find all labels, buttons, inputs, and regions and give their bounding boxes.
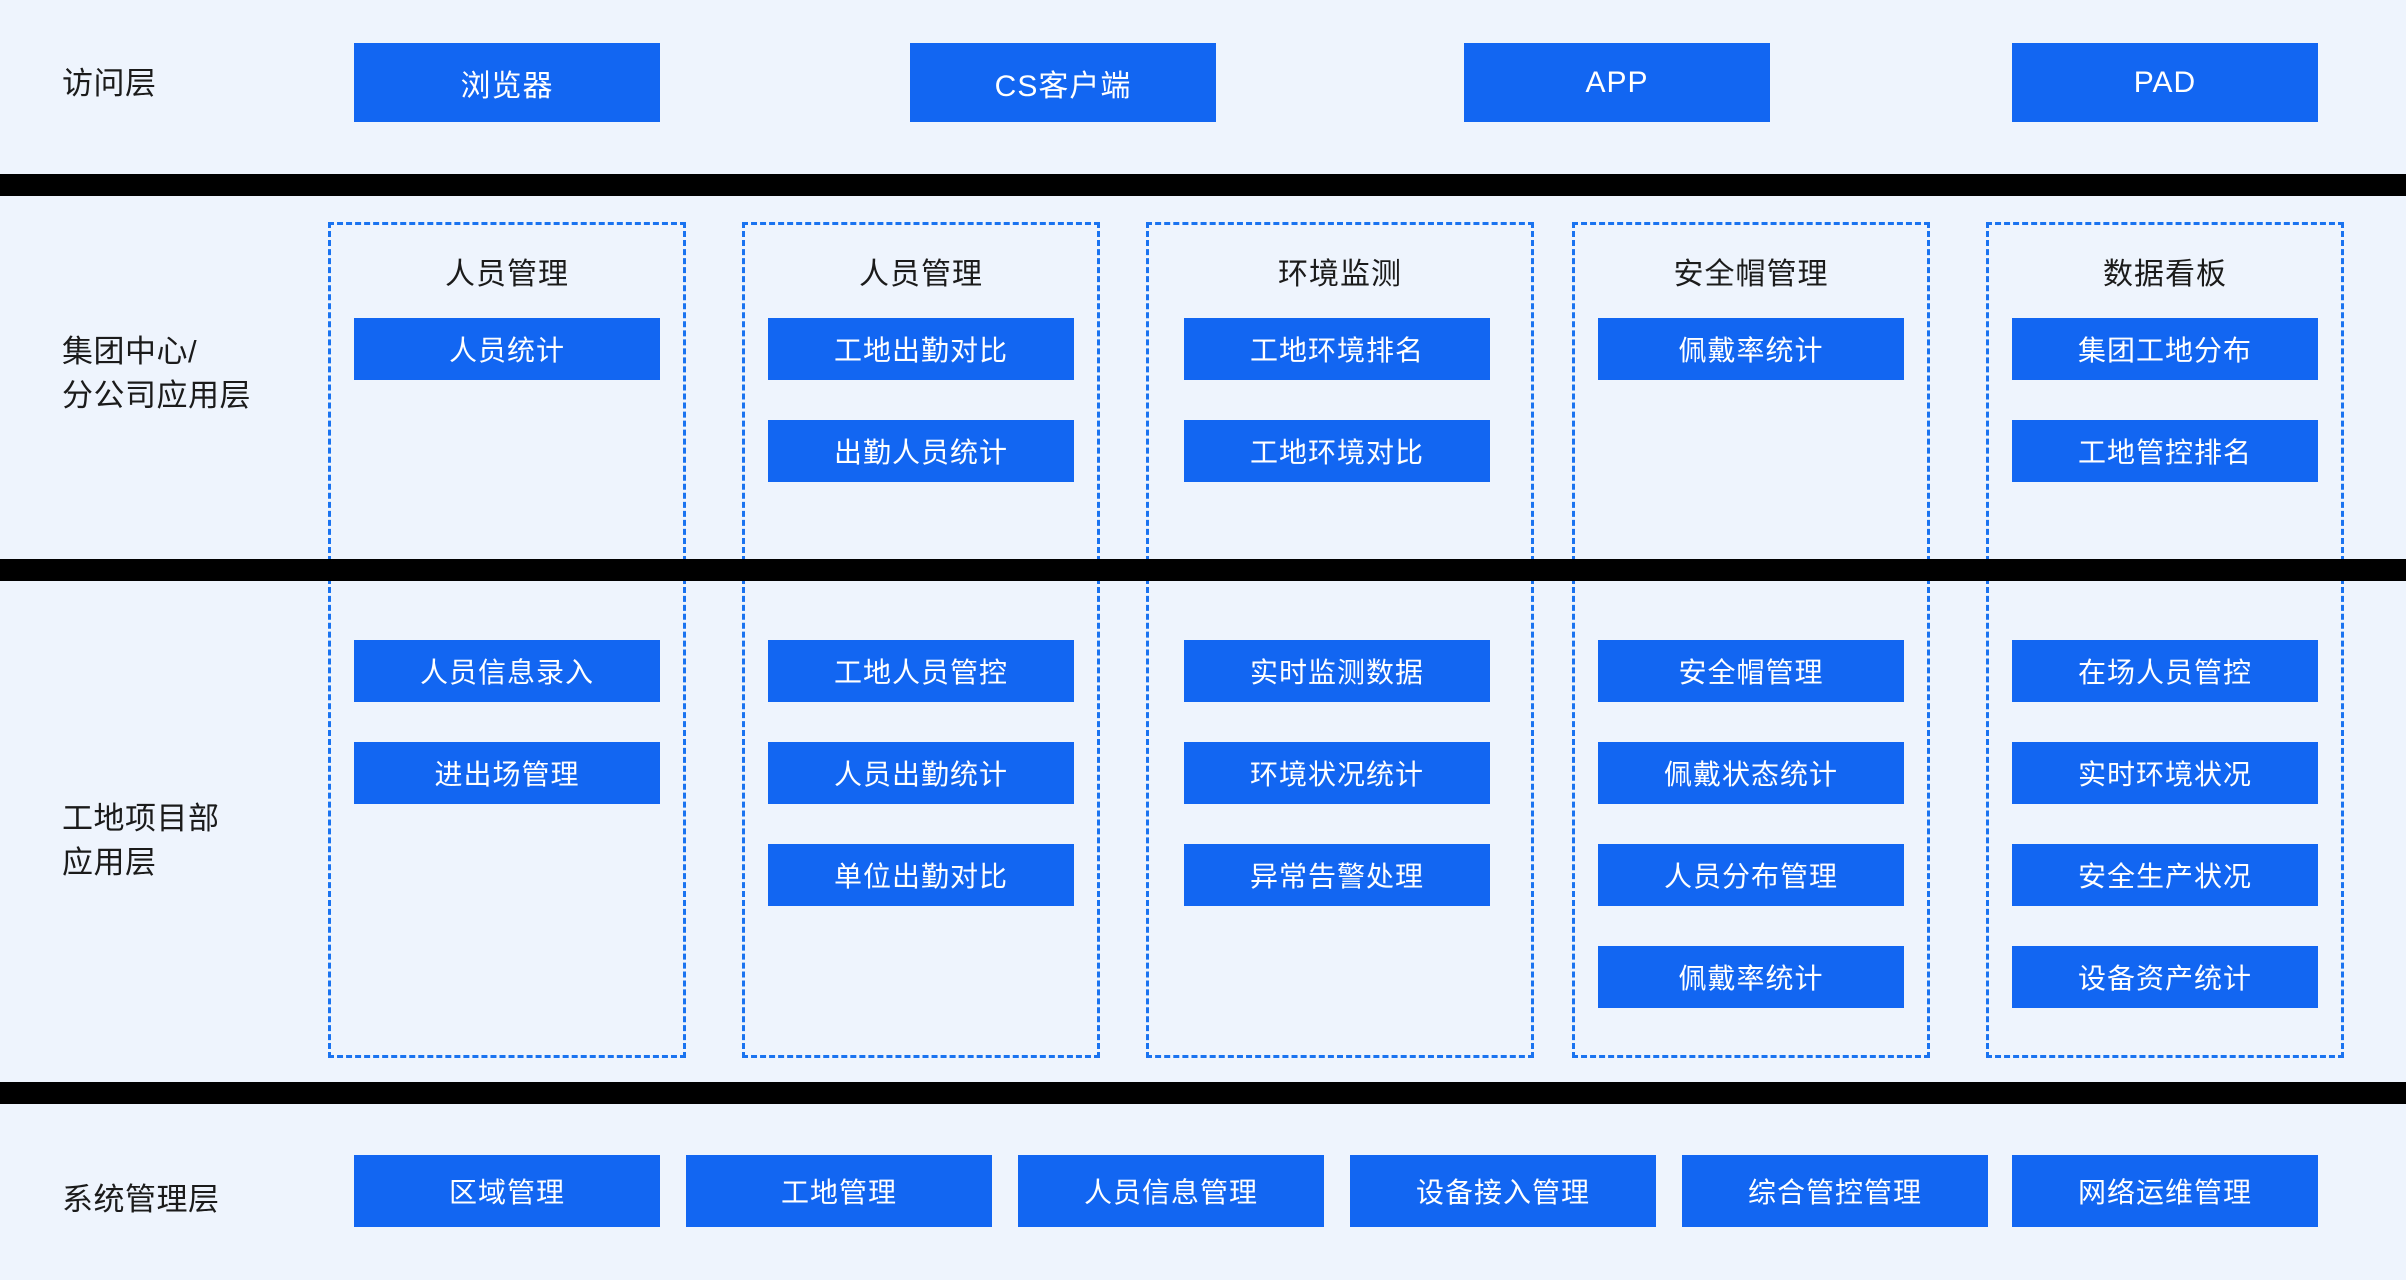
module-label: 实时监测数据 — [1249, 657, 1424, 688]
access-item-label: APP — [1585, 65, 1649, 99]
access-item-label: 浏览器 — [460, 69, 554, 103]
module-box[interactable]: 异常告警处理 — [1184, 844, 1490, 906]
system-item-personnel-info-management[interactable]: 人员信息管理 — [1018, 1155, 1324, 1227]
module-box[interactable]: 出勤人员统计 — [768, 420, 1074, 482]
module-box[interactable]: 工地环境对比 — [1184, 420, 1490, 482]
group-title: 人员管理 — [859, 258, 983, 291]
access-item-app[interactable]: APP — [1464, 43, 1770, 122]
module-box[interactable]: 集团工地分布 — [2012, 318, 2318, 380]
module-label: 工地环境排名 — [1249, 335, 1424, 366]
access-item-pad[interactable]: PAD — [2012, 43, 2318, 122]
system-item-integrated-control-management[interactable]: 综合管控管理 — [1682, 1155, 1988, 1227]
system-item-label: 工地管理 — [780, 1177, 897, 1208]
module-box[interactable]: 人员出勤统计 — [768, 742, 1074, 804]
layer-label-access: 访问层 — [62, 66, 157, 101]
module-label: 出勤人员统计 — [833, 437, 1008, 468]
group-box-personnel-management-2: 人员管理 — [742, 222, 1100, 562]
module-box[interactable]: 安全帽管理 — [1598, 640, 1904, 702]
module-label: 工地人员管控 — [833, 657, 1008, 688]
module-box[interactable]: 人员信息录入 — [354, 640, 660, 702]
module-label: 人员信息录入 — [419, 657, 594, 688]
module-box[interactable]: 工地环境排名 — [1184, 318, 1490, 380]
layer-label-group-center: 集团中心/ 分公司应用层 — [62, 334, 251, 413]
module-box[interactable]: 设备资产统计 — [2012, 946, 2318, 1008]
layer-label-system-management: 系统管理层 — [62, 1182, 220, 1217]
group-title: 数据看板 — [2103, 258, 2227, 291]
separator-bar-3 — [0, 1082, 2406, 1104]
group-title: 安全帽管理 — [1673, 258, 1829, 291]
module-box[interactable]: 单位出勤对比 — [768, 844, 1074, 906]
module-label: 异常告警处理 — [1249, 861, 1424, 892]
module-label: 实时环境状况 — [2077, 759, 2252, 790]
group-title: 环境监测 — [1278, 258, 1402, 291]
module-box[interactable]: 安全生产状况 — [2012, 844, 2318, 906]
module-box[interactable]: 人员分布管理 — [1598, 844, 1904, 906]
module-label: 人员分布管理 — [1663, 861, 1838, 892]
group-box-environment-monitoring: 环境监测 — [1146, 222, 1534, 562]
module-box[interactable]: 工地出勤对比 — [768, 318, 1074, 380]
access-item-cs-client[interactable]: CS客户端 — [910, 43, 1216, 122]
system-item-label: 区域管理 — [448, 1177, 565, 1208]
system-item-label: 设备接入管理 — [1415, 1177, 1590, 1208]
module-box[interactable]: 工地管控排名 — [2012, 420, 2318, 482]
module-label: 人员出勤统计 — [833, 759, 1008, 790]
module-box[interactable]: 进出场管理 — [354, 742, 660, 804]
module-label: 工地管控排名 — [2077, 437, 2252, 468]
module-label: 设备资产统计 — [2077, 963, 2252, 994]
module-label: 安全帽管理 — [1678, 657, 1824, 688]
module-box[interactable]: 在场人员管控 — [2012, 640, 2318, 702]
module-box[interactable]: 佩戴率统计 — [1598, 946, 1904, 1008]
module-label: 在场人员管控 — [2077, 657, 2252, 688]
module-label: 进出场管理 — [434, 759, 580, 790]
separator-bar-2 — [0, 559, 2406, 581]
group-box-helmet-management: 安全帽管理 — [1572, 222, 1930, 562]
layer-label-site-project: 工地项目部 应用层 — [62, 801, 220, 880]
module-label: 佩戴率统计 — [1678, 335, 1824, 366]
module-box[interactable]: 实时环境状况 — [2012, 742, 2318, 804]
module-label: 工地出勤对比 — [833, 335, 1008, 366]
module-box[interactable]: 环境状况统计 — [1184, 742, 1490, 804]
group-title: 人员管理 — [445, 258, 569, 291]
module-label: 工地环境对比 — [1249, 437, 1424, 468]
group-box-personnel-management-1: 人员管理 — [328, 222, 686, 562]
module-box[interactable]: 工地人员管控 — [768, 640, 1074, 702]
module-label: 佩戴状态统计 — [1663, 759, 1838, 790]
system-item-device-access-management[interactable]: 设备接入管理 — [1350, 1155, 1656, 1227]
access-item-browser[interactable]: 浏览器 — [354, 43, 660, 122]
module-label: 人员统计 — [448, 335, 565, 366]
system-item-area-management[interactable]: 区域管理 — [354, 1155, 660, 1227]
module-box[interactable]: 佩戴状态统计 — [1598, 742, 1904, 804]
module-box[interactable]: 人员统计 — [354, 318, 660, 380]
access-item-label: CS客户端 — [994, 69, 1132, 103]
system-item-label: 人员信息管理 — [1083, 1177, 1258, 1208]
module-label: 单位出勤对比 — [833, 861, 1008, 892]
module-label: 佩戴率统计 — [1678, 963, 1824, 994]
system-item-network-ops-management[interactable]: 网络运维管理 — [2012, 1155, 2318, 1227]
module-label: 集团工地分布 — [2077, 335, 2252, 366]
separator-bar-1 — [0, 174, 2406, 196]
system-item-site-management[interactable]: 工地管理 — [686, 1155, 992, 1227]
system-item-label: 网络运维管理 — [2077, 1177, 2252, 1208]
group-box-data-dashboard: 数据看板 — [1986, 222, 2344, 562]
module-label: 安全生产状况 — [2077, 861, 2252, 892]
module-box[interactable]: 实时监测数据 — [1184, 640, 1490, 702]
module-box[interactable]: 佩戴率统计 — [1598, 318, 1904, 380]
system-item-label: 综合管控管理 — [1747, 1177, 1922, 1208]
access-item-label: PAD — [2133, 65, 2197, 99]
module-label: 环境状况统计 — [1249, 759, 1424, 790]
